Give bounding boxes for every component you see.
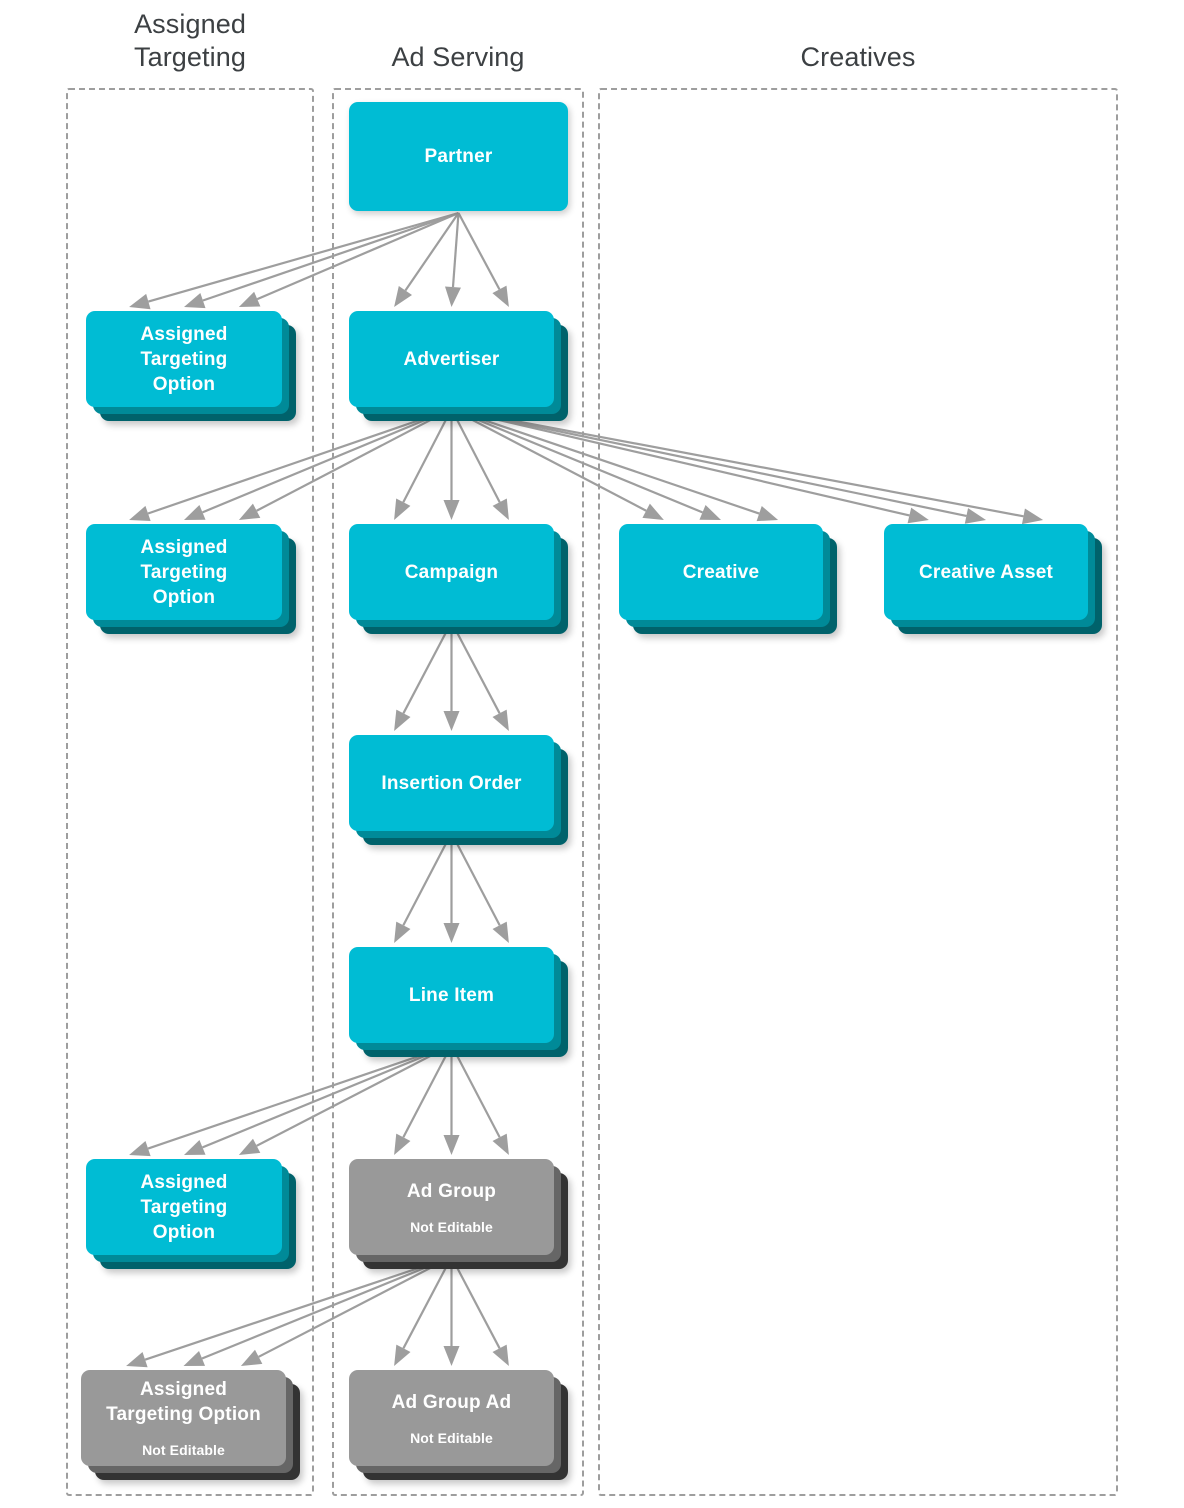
node-card (349, 524, 554, 620)
node-subtitle-not-editable: Not Editable (410, 1218, 493, 1235)
node-creative-asset[interactable]: Creative Asset (884, 524, 1102, 634)
node-title: Assigned Targeting Option (140, 1171, 228, 1243)
node-insertion-order[interactable]: Insertion Order (349, 735, 568, 845)
node-title: Advertiser (403, 348, 500, 370)
node-label-group: Assigned Targeting Option (86, 1159, 282, 1255)
node-card (349, 311, 554, 407)
node-title: Insertion Order (381, 772, 522, 794)
node-card (619, 524, 823, 620)
node-card (81, 1370, 286, 1466)
node-advertiser[interactable]: Advertiser (349, 311, 568, 421)
node-creative[interactable]: Creative (619, 524, 837, 634)
node-label-group: Creative Asset (884, 524, 1088, 620)
node-campaign[interactable]: Campaign (349, 524, 568, 634)
node-label-group: Line Item (349, 947, 554, 1043)
node-assigned-targeting-option-1[interactable]: Assigned Targeting Option (86, 311, 296, 421)
group-box-assigned-targeting (66, 88, 314, 1496)
node-ad-group-ad[interactable]: Ad Group Ad Not Editable (349, 1370, 568, 1480)
node-title: Campaign (404, 561, 499, 583)
node-assigned-targeting-option-3[interactable]: Assigned Targeting Option (86, 1159, 296, 1269)
column-header-ad-serving: Ad Serving (391, 42, 525, 72)
node-title: Line Item (408, 984, 495, 1006)
node-title: Assigned Targeting Option (140, 323, 228, 395)
node-title: Assigned Targeting Option (106, 1379, 261, 1425)
node-title: Creative Asset (918, 561, 1054, 583)
node-label-group: Assigned Targeting Option (86, 524, 282, 620)
node-label-group: Advertiser (349, 311, 554, 407)
node-partner[interactable]: Partner (349, 102, 568, 211)
node-label-group: Creative (619, 524, 823, 620)
node-label-group: Partner (349, 102, 568, 211)
node-card (349, 947, 554, 1043)
node-card (349, 1159, 554, 1255)
group-box-creatives (598, 88, 1118, 1496)
column-header-assigned-targeting: Assigned Targeting (134, 9, 246, 72)
node-card (349, 1370, 554, 1466)
node-label-group: Ad Group Ad Not Editable (349, 1370, 554, 1466)
node-card (86, 1159, 282, 1255)
group-box-ad-serving (332, 88, 584, 1496)
node-card (349, 102, 568, 211)
node-card (349, 735, 554, 831)
node-title: Partner (424, 146, 493, 167)
node-label-group: Insertion Order (349, 735, 554, 831)
node-card (884, 524, 1088, 620)
node-subtitle-not-editable: Not Editable (142, 1442, 225, 1458)
node-assigned-targeting-option-2[interactable]: Assigned Targeting Option (86, 524, 296, 634)
node-line-item[interactable]: Line Item (349, 947, 568, 1057)
node-title: Ad Group Ad (391, 1391, 512, 1413)
node-title: Creative (682, 561, 760, 583)
column-header-creatives: Creatives (800, 42, 916, 72)
node-subtitle-not-editable: Not Editable (410, 1429, 493, 1446)
node-title: Ad Group (406, 1180, 497, 1202)
node-card (86, 311, 282, 407)
node-label-group: Campaign (349, 524, 554, 620)
node-title: Assigned Targeting Option (140, 536, 228, 608)
node-label-group: Assigned Targeting Option (86, 311, 282, 407)
node-card (86, 524, 282, 620)
